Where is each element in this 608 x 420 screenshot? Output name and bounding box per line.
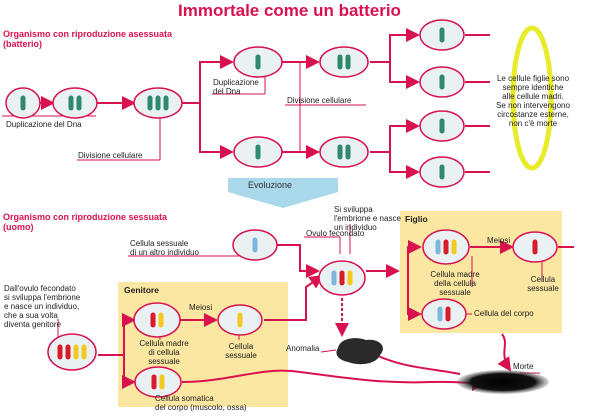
cell-daughter-bottom: [233, 136, 283, 168]
cell-figlio-sex: [512, 231, 558, 263]
label-left-note: Dall'ovulo fecondato si sviluppa l'embri…: [4, 284, 81, 329]
cell-bacterium-start: [5, 87, 41, 119]
cell-figlio-mother: [422, 229, 470, 265]
figlio-title: Figlio: [405, 214, 428, 224]
figlio-meiosi: Meiosi: [487, 236, 511, 245]
cell-sex-other: [232, 229, 278, 261]
green-chromosome-icon: [155, 95, 161, 111]
death-blob: [457, 370, 549, 394]
green-chromosome-icon: [439, 74, 445, 90]
cell-parent-zygote: [47, 333, 97, 371]
evolution-label: Evoluzione: [248, 180, 293, 190]
cell-gen3-2: [419, 66, 465, 98]
red-chromosome-icon: [443, 239, 449, 255]
blue-chromosome-icon: [435, 239, 441, 255]
label-ovulo: Ovulo fecondato: [306, 229, 365, 238]
yellow-chromosome-icon: [451, 239, 457, 255]
cell-daughter-top: [233, 46, 283, 78]
blue-chromosome-icon: [331, 270, 337, 286]
red-chromosome-icon: [339, 270, 345, 286]
yellow-chromosome-icon: [237, 312, 243, 328]
green-chromosome-icon: [439, 27, 445, 43]
green-chromosome-icon: [439, 118, 445, 134]
blue-chromosome-icon: [252, 237, 258, 253]
blue-chromosome-icon: [437, 306, 443, 322]
red-chromosome-icon: [445, 306, 451, 322]
yellow-chromosome-icon: [347, 270, 353, 286]
cell-genitore-somatic: [134, 366, 182, 398]
genitore-sex-cell: Cellula sessuale: [225, 342, 257, 360]
cell-fertilized-egg: [318, 260, 366, 296]
green-chromosome-icon: [337, 144, 343, 160]
cell-gen3-1: [419, 19, 465, 51]
page-title: Immortale come un batterio: [178, 1, 401, 20]
cell-genitore-mother: [133, 302, 181, 338]
cell-daughter-top-dup: [319, 46, 369, 78]
red-chromosome-icon: [57, 344, 63, 360]
highlight-ring: [510, 25, 554, 171]
label-morte: Morte: [513, 362, 534, 371]
genitore-mother-cell: Cellula madre di cellula sessuale: [139, 339, 189, 366]
yellow-chromosome-icon: [73, 344, 79, 360]
label-anomalia: Anomalia: [286, 344, 320, 353]
genitore-meiosi: Meiosi: [189, 303, 213, 312]
red-chromosome-icon: [150, 312, 156, 328]
green-chromosome-icon: [255, 144, 261, 160]
anomaly-blob: [336, 338, 383, 365]
label-div-cell-1: Divisione cellulare: [78, 151, 143, 160]
green-chromosome-icon: [76, 95, 82, 111]
cell-bacterium-dup: [52, 87, 98, 119]
label-div-cell-2: Divisione cellulare: [287, 96, 352, 105]
cell-genitore-sex: [217, 304, 263, 336]
red-chromosome-icon: [65, 344, 71, 360]
sexual-heading: Organismo con riproduzione sessuata (uom…: [3, 212, 168, 232]
genitore-somatic: Cellula somatica del corpo (muscolo, oss…: [155, 394, 247, 412]
green-chromosome-icon: [163, 95, 169, 111]
red-chromosome-icon: [151, 374, 157, 390]
cell-figlio-body: [421, 298, 467, 330]
label-dup-dna-2: Duplicazione del Dna: [213, 78, 259, 96]
label-dup-dna-1: Duplicazione del Dna: [6, 120, 82, 129]
immortality-note: Le cellule figlie sono sempre identiche …: [496, 74, 570, 128]
cell-bacterium-divided: [133, 87, 183, 119]
yellow-chromosome-icon: [159, 374, 165, 390]
figlio-mother-cell: Cellula madre della cellula sessuale: [430, 270, 480, 297]
genitore-title: Genitore: [124, 285, 159, 295]
evolution-arrow: [228, 178, 338, 208]
yellow-chromosome-icon: [81, 344, 87, 360]
figlio-sex-cell: Cellula sessuale: [527, 275, 559, 293]
label-embryo-top: Si sviluppa l'embrione e nasce un indivi…: [334, 205, 401, 232]
green-chromosome-icon: [68, 95, 74, 111]
green-chromosome-icon: [20, 95, 26, 111]
green-chromosome-icon: [345, 144, 351, 160]
yellow-chromosome-icon: [158, 312, 164, 328]
figlio-body-cell: Cellula del corpo: [474, 309, 534, 318]
green-chromosome-icon: [147, 95, 153, 111]
cell-gen3-4: [419, 156, 465, 188]
cell-daughter-bottom-dup: [319, 136, 369, 168]
cell-gen3-3: [419, 110, 465, 142]
green-chromosome-icon: [337, 54, 343, 70]
green-chromosome-icon: [345, 54, 351, 70]
green-chromosome-icon: [255, 54, 261, 70]
green-chromosome-icon: [439, 164, 445, 180]
red-chromosome-icon: [532, 239, 538, 255]
label-sex-cell-other: Cellula sessuale di un altro individuo: [130, 239, 199, 257]
asexual-heading: Organismo con riproduzione asessuata (ba…: [3, 29, 173, 49]
